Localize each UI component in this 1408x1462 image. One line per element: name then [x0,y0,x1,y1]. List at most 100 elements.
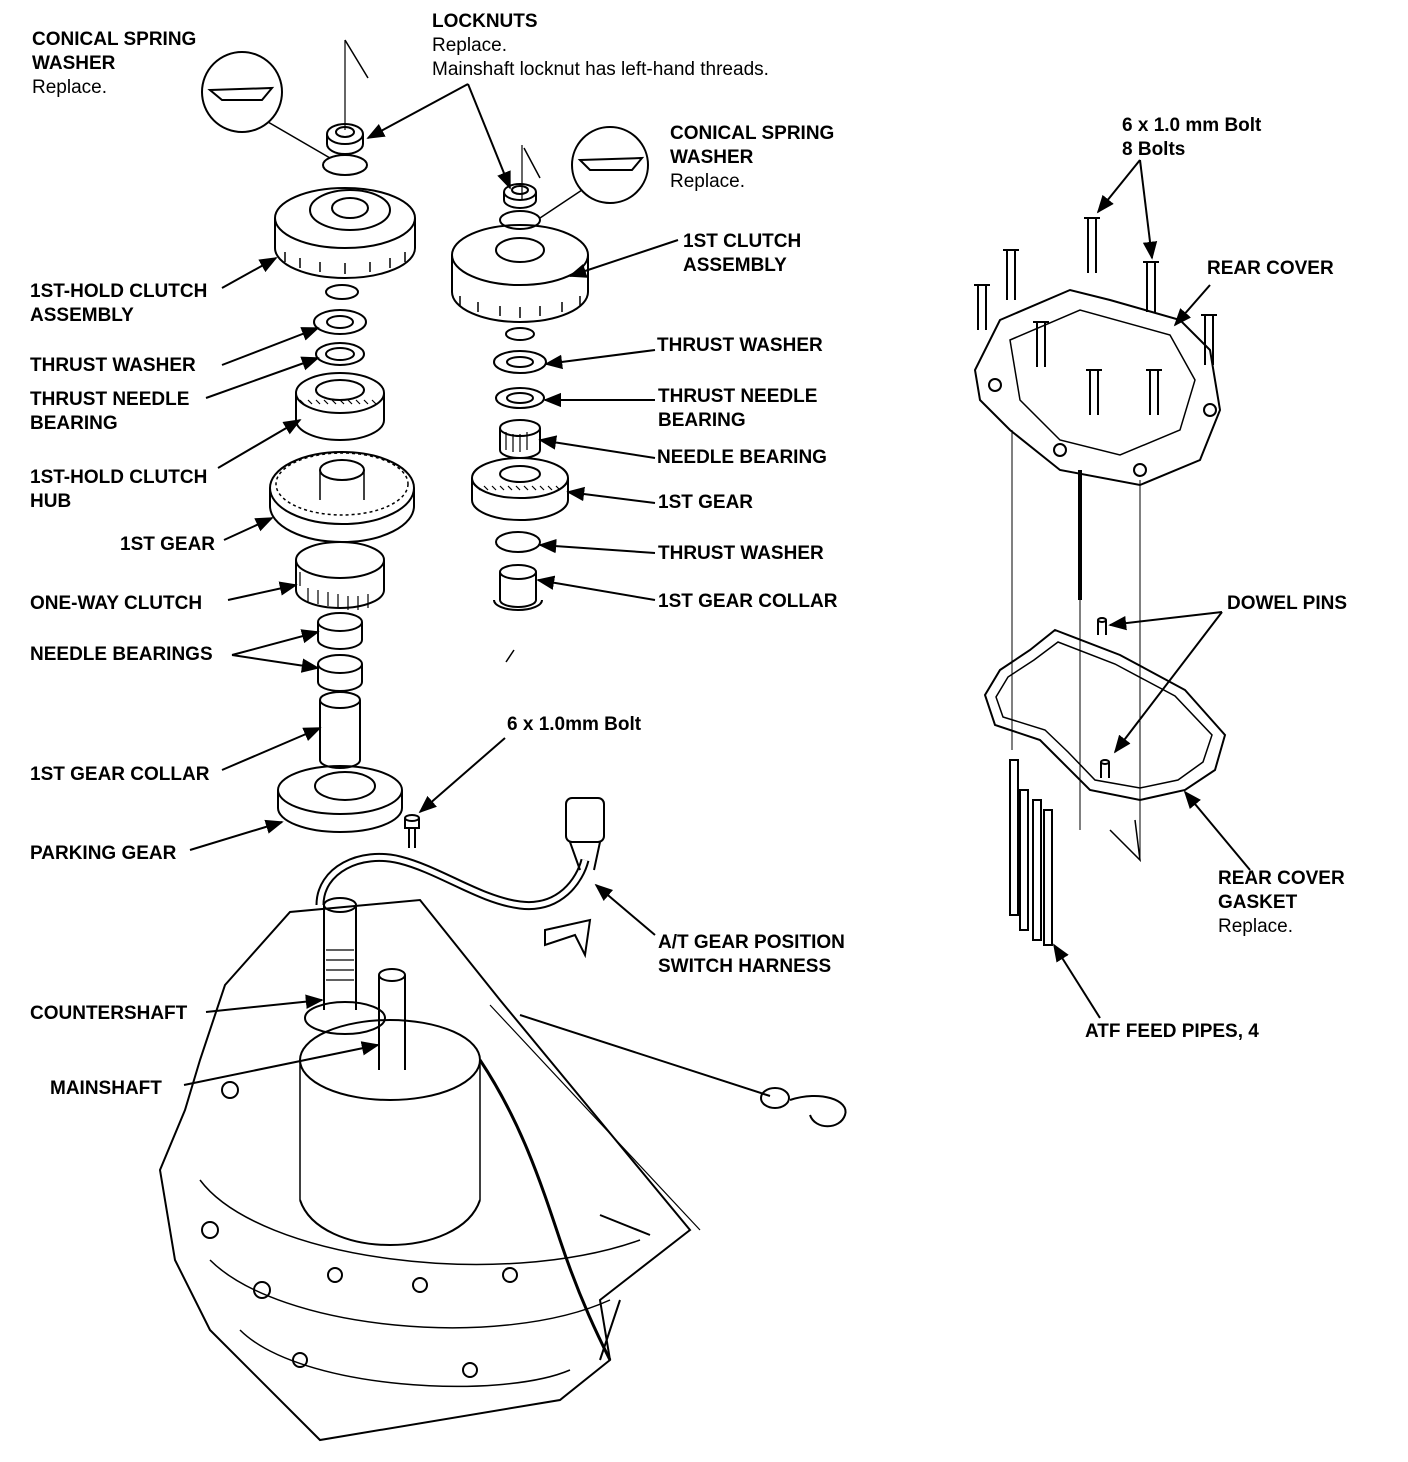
rear-cover-bolts [974,217,1217,415]
first-hold-clutch-assembly [274,187,416,279]
label-note-line: Replace. [432,35,507,56]
label-title-line: A/T GEAR POSITION [658,932,845,953]
label-note-line: Replace. [32,77,107,98]
rear-cover-gasket [983,628,1227,802]
label-conical-spring-washer-left: CONICAL SPRING WASHER Replace. [32,28,196,100]
label-rear-cover: REAR COVER [1207,257,1334,281]
leader-arrows [183,83,1251,1086]
label-title-line: 1ST-HOLD CLUTCH [30,281,208,302]
label-title-line: BEARING [658,410,746,431]
label-countershaft: COUNTERSHAFT [30,1002,187,1026]
first-gear-collar-right [493,564,543,611]
countershaft [323,897,357,1010]
label-title-line: NEEDLE BEARINGS [30,644,213,665]
first-gear-left [269,451,415,543]
label-title-line: PARKING GEAR [30,843,177,864]
label-title-line: THRUST WASHER [657,335,823,356]
label-parking-gear: PARKING GEAR [30,842,176,866]
label-note-line: Replace. [1218,916,1293,937]
label-dowel-pins: DOWEL PINS [1227,592,1347,616]
label-title-line: BEARING [30,413,118,434]
label-first-hold-clutch-assembly: 1ST-HOLD CLUTCH ASSEMBLY [30,280,207,328]
label-title-line: CONICAL SPRING [670,123,835,144]
snap-ring-left [325,284,359,300]
parking-gear [277,765,403,833]
label-thrust-washer-right-top: THRUST WASHER [657,334,823,358]
atf-feed-pipes [1009,759,1053,946]
label-one-way-clutch: ONE-WAY CLUTCH [30,592,202,616]
label-title-line: 1ST GEAR [120,534,216,555]
label-title-line: 1ST-HOLD CLUTCH [30,467,208,488]
conical-spring-washer-left [322,154,368,176]
label-first-gear-right: 1ST GEAR [658,491,753,515]
snap-ring-right [505,327,535,341]
one-way-clutch [295,541,385,610]
label-first-gear-collar-right: 1ST GEAR COLLAR [658,590,837,614]
label-title-line: ASSEMBLY [683,255,787,276]
thrust-needle-bearing-right [495,387,545,409]
label-thrust-needle-bearing-left: THRUST NEEDLE BEARING [30,388,189,436]
thrust-needle-bearing-left [315,342,365,366]
needle-bearing-right [499,419,541,459]
thrust-washer-left [313,309,367,335]
label-title-line: NEEDLE BEARING [657,447,827,468]
label-title-line: GASKET [1218,892,1298,913]
label-title-line: REAR COVER [1207,258,1334,279]
label-title-line: THRUST WASHER [658,543,824,564]
label-title-line: THRUST NEEDLE [658,386,818,407]
label-mainshaft: MAINSHAFT [50,1077,162,1101]
first-gear-collar-left [319,691,361,769]
label-gear-position-switch-harness: A/T GEAR POSITION SWITCH HARNESS [658,931,845,979]
mainshaft-locknut [503,183,537,209]
thrust-washer-right-top [493,350,547,374]
label-title-line: LOCKNUTS [432,11,538,32]
label-title-line: HUB [30,491,72,512]
label-title-line: WASHER [670,147,754,168]
label-atf-feed-pipes: ATF FEED PIPES, 4 [1085,1020,1259,1044]
label-title-line: 1ST GEAR COLLAR [658,591,838,612]
label-title-line: WASHER [32,53,116,74]
conical-spring-washer-right [499,210,541,230]
label-locknuts: LOCKNUTS Replace. Mainshaft locknut has … [432,10,769,82]
label-title-line: REAR COVER [1218,868,1345,889]
label-first-gear-collar-left: 1ST GEAR COLLAR [30,763,209,787]
label-bolt-left: 6 x 1.0mm Bolt [507,713,641,737]
countershaft-stack [201,39,420,848]
label-title-line: ONE-WAY CLUTCH [30,593,203,614]
label-title-line: 1ST GEAR COLLAR [30,764,210,785]
label-note-line: Mainshaft locknut has left-hand threads. [432,59,769,80]
conical-washer-callout-right [571,126,649,204]
label-thrust-washer-left: THRUST WASHER [30,354,196,378]
label-rear-cover-gasket: REAR COVER GASKET Replace. [1218,867,1345,939]
conical-washer-callout-left [201,51,283,133]
first-clutch-assembly [451,224,589,323]
label-title-line: THRUST NEEDLE [30,389,190,410]
label-title-line: COUNTERSHAFT [30,1003,188,1024]
label-needle-bearing-right: NEEDLE BEARING [657,446,827,470]
harness-connector [565,797,605,843]
label-title-line: 1ST GEAR [658,492,754,513]
label-thrust-washer-right-bottom: THRUST WASHER [658,542,824,566]
label-title-line: ATF FEED PIPES, 4 [1085,1021,1259,1042]
first-gear-right [471,457,569,521]
label-title-line: 6 x 1.0 mm Bolt [1122,115,1262,136]
label-title-line: 8 Bolts [1122,139,1186,160]
thrust-washer-right-bottom [495,531,541,553]
bolt-left [404,814,420,848]
label-rear-cover-bolts: 6 x 1.0 mm Bolt 8 Bolts [1122,114,1261,162]
label-title-line: THRUST WASHER [30,355,196,376]
dipstick [489,1004,847,1231]
label-thrust-needle-bearing-right: THRUST NEEDLE BEARING [658,385,817,433]
rear-cover [973,288,1222,487]
transmission-case [158,897,847,1442]
label-title-line: SWITCH HARNESS [658,956,832,977]
needle-bearings-left [317,612,363,692]
first-hold-clutch-hub [295,372,385,441]
label-first-clutch-assembly: 1ST CLUTCH ASSEMBLY [683,230,801,278]
label-title-line: 6 x 1.0mm Bolt [507,714,642,735]
label-title-line: CONICAL SPRING [32,29,197,50]
label-needle-bearings-left: NEEDLE BEARINGS [30,643,213,667]
label-first-gear-left: 1ST GEAR [120,533,215,557]
label-conical-spring-washer-right: CONICAL SPRING WASHER Replace. [670,122,834,194]
